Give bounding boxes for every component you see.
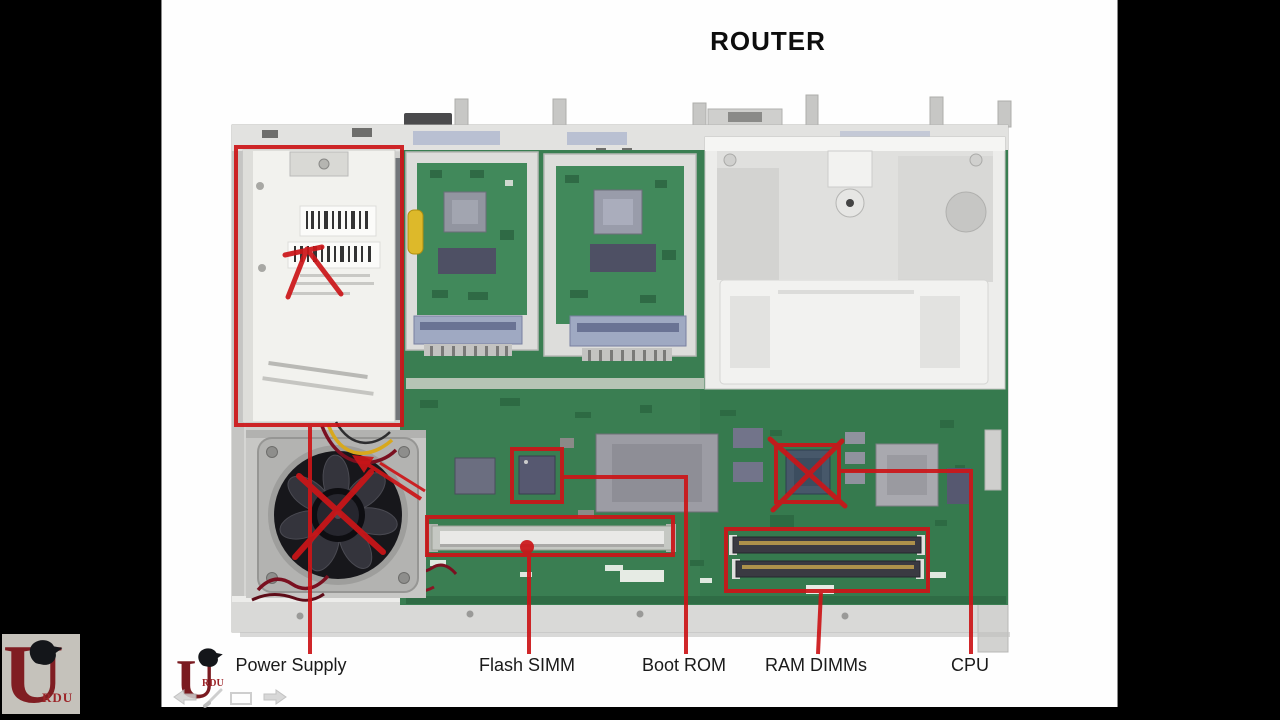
cpu-annotation-box xyxy=(774,443,841,504)
slide-title: ROUTER xyxy=(710,26,826,56)
logo-letters-rdu: RDU xyxy=(202,678,224,689)
eagle-icon xyxy=(198,648,223,667)
annotation-arrowhead xyxy=(352,455,374,473)
previous-slide-arrow-icon[interactable] xyxy=(173,689,197,705)
label-boot-rom: Boot ROM xyxy=(641,655,727,675)
wic-module-2 xyxy=(543,153,697,361)
label-flash-simm: Flash SIMM xyxy=(478,655,576,675)
urdu-watermark-corner: U RDU xyxy=(2,634,80,714)
label-cpu: CPU xyxy=(950,655,990,675)
board-chips xyxy=(428,428,1002,579)
ram-dimms-leader-line xyxy=(816,590,823,655)
ram-dimms-annotation-box xyxy=(724,527,930,593)
annotations xyxy=(234,145,973,655)
slide-box-icon[interactable] xyxy=(230,692,252,705)
boot-rom-leader-line xyxy=(562,475,688,654)
power-supply-annotation-box xyxy=(234,145,404,427)
presenter-toolbar xyxy=(173,688,287,708)
power-supply-unit xyxy=(242,149,396,423)
label-power-supply: Power Supply xyxy=(235,655,347,675)
flash-simm-dot xyxy=(520,540,534,554)
chassis-divider xyxy=(392,158,402,420)
flash-simm-annotation-box xyxy=(425,515,675,557)
logo-letters-rdu: RDU xyxy=(42,690,74,705)
fan-x-mark xyxy=(292,469,386,560)
pen-icon[interactable] xyxy=(203,688,223,708)
power-supply-x-mark xyxy=(282,244,344,300)
annotation-arrow xyxy=(362,460,423,501)
flash-simm-socket xyxy=(428,524,676,552)
next-slide-arrow-icon[interactable] xyxy=(263,689,287,705)
eagle-icon xyxy=(29,640,63,665)
cpu-x-mark xyxy=(767,436,848,513)
drive-bracket xyxy=(704,136,1006,390)
label-ram-dimms: RAM DIMMs xyxy=(765,655,867,675)
cpu-leader-line xyxy=(839,469,973,654)
wic-module-1 xyxy=(405,151,539,356)
ram-dimm-sockets xyxy=(729,535,925,579)
